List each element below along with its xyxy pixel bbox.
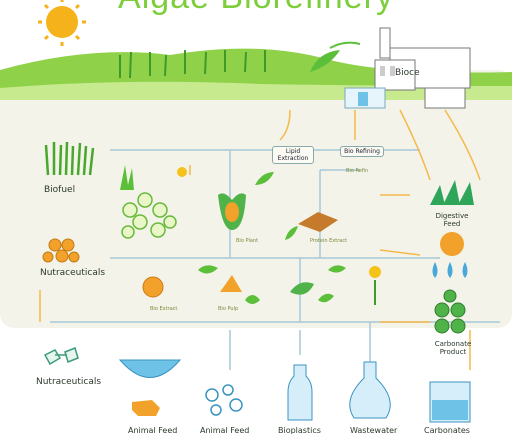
- label-nutraceuticals-bottom: Nutraceuticals: [36, 377, 102, 387]
- factory-icon: [344, 27, 471, 109]
- label-wastewater: Wastewater: [350, 426, 398, 434]
- nutraceutical-beads-icon: [42, 238, 80, 263]
- leaf-icon: [310, 50, 340, 72]
- label-protein-extract: Protein Extract: [310, 238, 348, 244]
- pollen-icon: [177, 167, 187, 177]
- flower-icon: [369, 266, 381, 305]
- label-nutraceuticals-top: Nutraceuticals: [40, 268, 106, 278]
- flask-icon: [349, 361, 391, 419]
- label-bio-extract: Bio Extract: [150, 306, 178, 312]
- bottle-icon: [287, 364, 313, 421]
- process-box-lipid: Lipid Extraction: [272, 146, 314, 164]
- reed-plants: [119, 50, 266, 79]
- leaf-icon: [285, 226, 298, 240]
- label-bio-pulp: Bio Pulp: [218, 306, 239, 312]
- label-animal-feed-1: Animal Feed: [128, 426, 178, 434]
- process-panel: [0, 70, 512, 328]
- microalgae-cells-icon: [121, 192, 177, 239]
- label-biofuel: Biofuel: [44, 185, 76, 195]
- algae-reeds-icon: [44, 141, 95, 176]
- protein-icon: [298, 212, 338, 232]
- bowl-icon: [118, 359, 182, 378]
- grass-icon: [120, 165, 134, 190]
- cattle-icon: [132, 400, 160, 416]
- leaf-icon: [290, 282, 314, 295]
- orange-chunk-icon: [220, 275, 242, 292]
- label-carbonates: Carbonates: [424, 426, 470, 434]
- green-spheres-icon: [434, 289, 466, 334]
- building-sign: Bioce: [395, 68, 420, 78]
- leaf-icon: [198, 265, 218, 274]
- process-box-note: Bio Refin: [346, 168, 369, 174]
- leaf-icon: [328, 265, 346, 273]
- label-animal-feed-2: Animal Feed: [200, 426, 250, 434]
- product-icon: [440, 232, 464, 256]
- label-bio-plant: Bio Plant: [236, 238, 259, 244]
- leaf-icon: [318, 293, 334, 303]
- algae-pod-icon: [218, 193, 246, 230]
- process-box-biorefining: Bio Refining: [340, 146, 384, 157]
- leaf-icon: [245, 295, 260, 304]
- label-digestive-feed: Digestive Feed: [435, 212, 469, 228]
- molecule-icon: [43, 346, 79, 366]
- label-bioplastics: Bioplastics: [278, 426, 321, 434]
- label-carbonate-product: Carbonate Product: [434, 340, 472, 356]
- leaf-icon: [255, 172, 274, 185]
- orange-arrows: [39, 109, 481, 370]
- bubbles-icon: [205, 384, 243, 416]
- water-drops-icon: [432, 262, 468, 278]
- diagram-title: Algae Biorefinery: [0, 0, 512, 17]
- orange-slice-icon: [142, 276, 164, 298]
- sun-icon: [38, 0, 86, 46]
- algae-crystals-icon: [430, 180, 474, 205]
